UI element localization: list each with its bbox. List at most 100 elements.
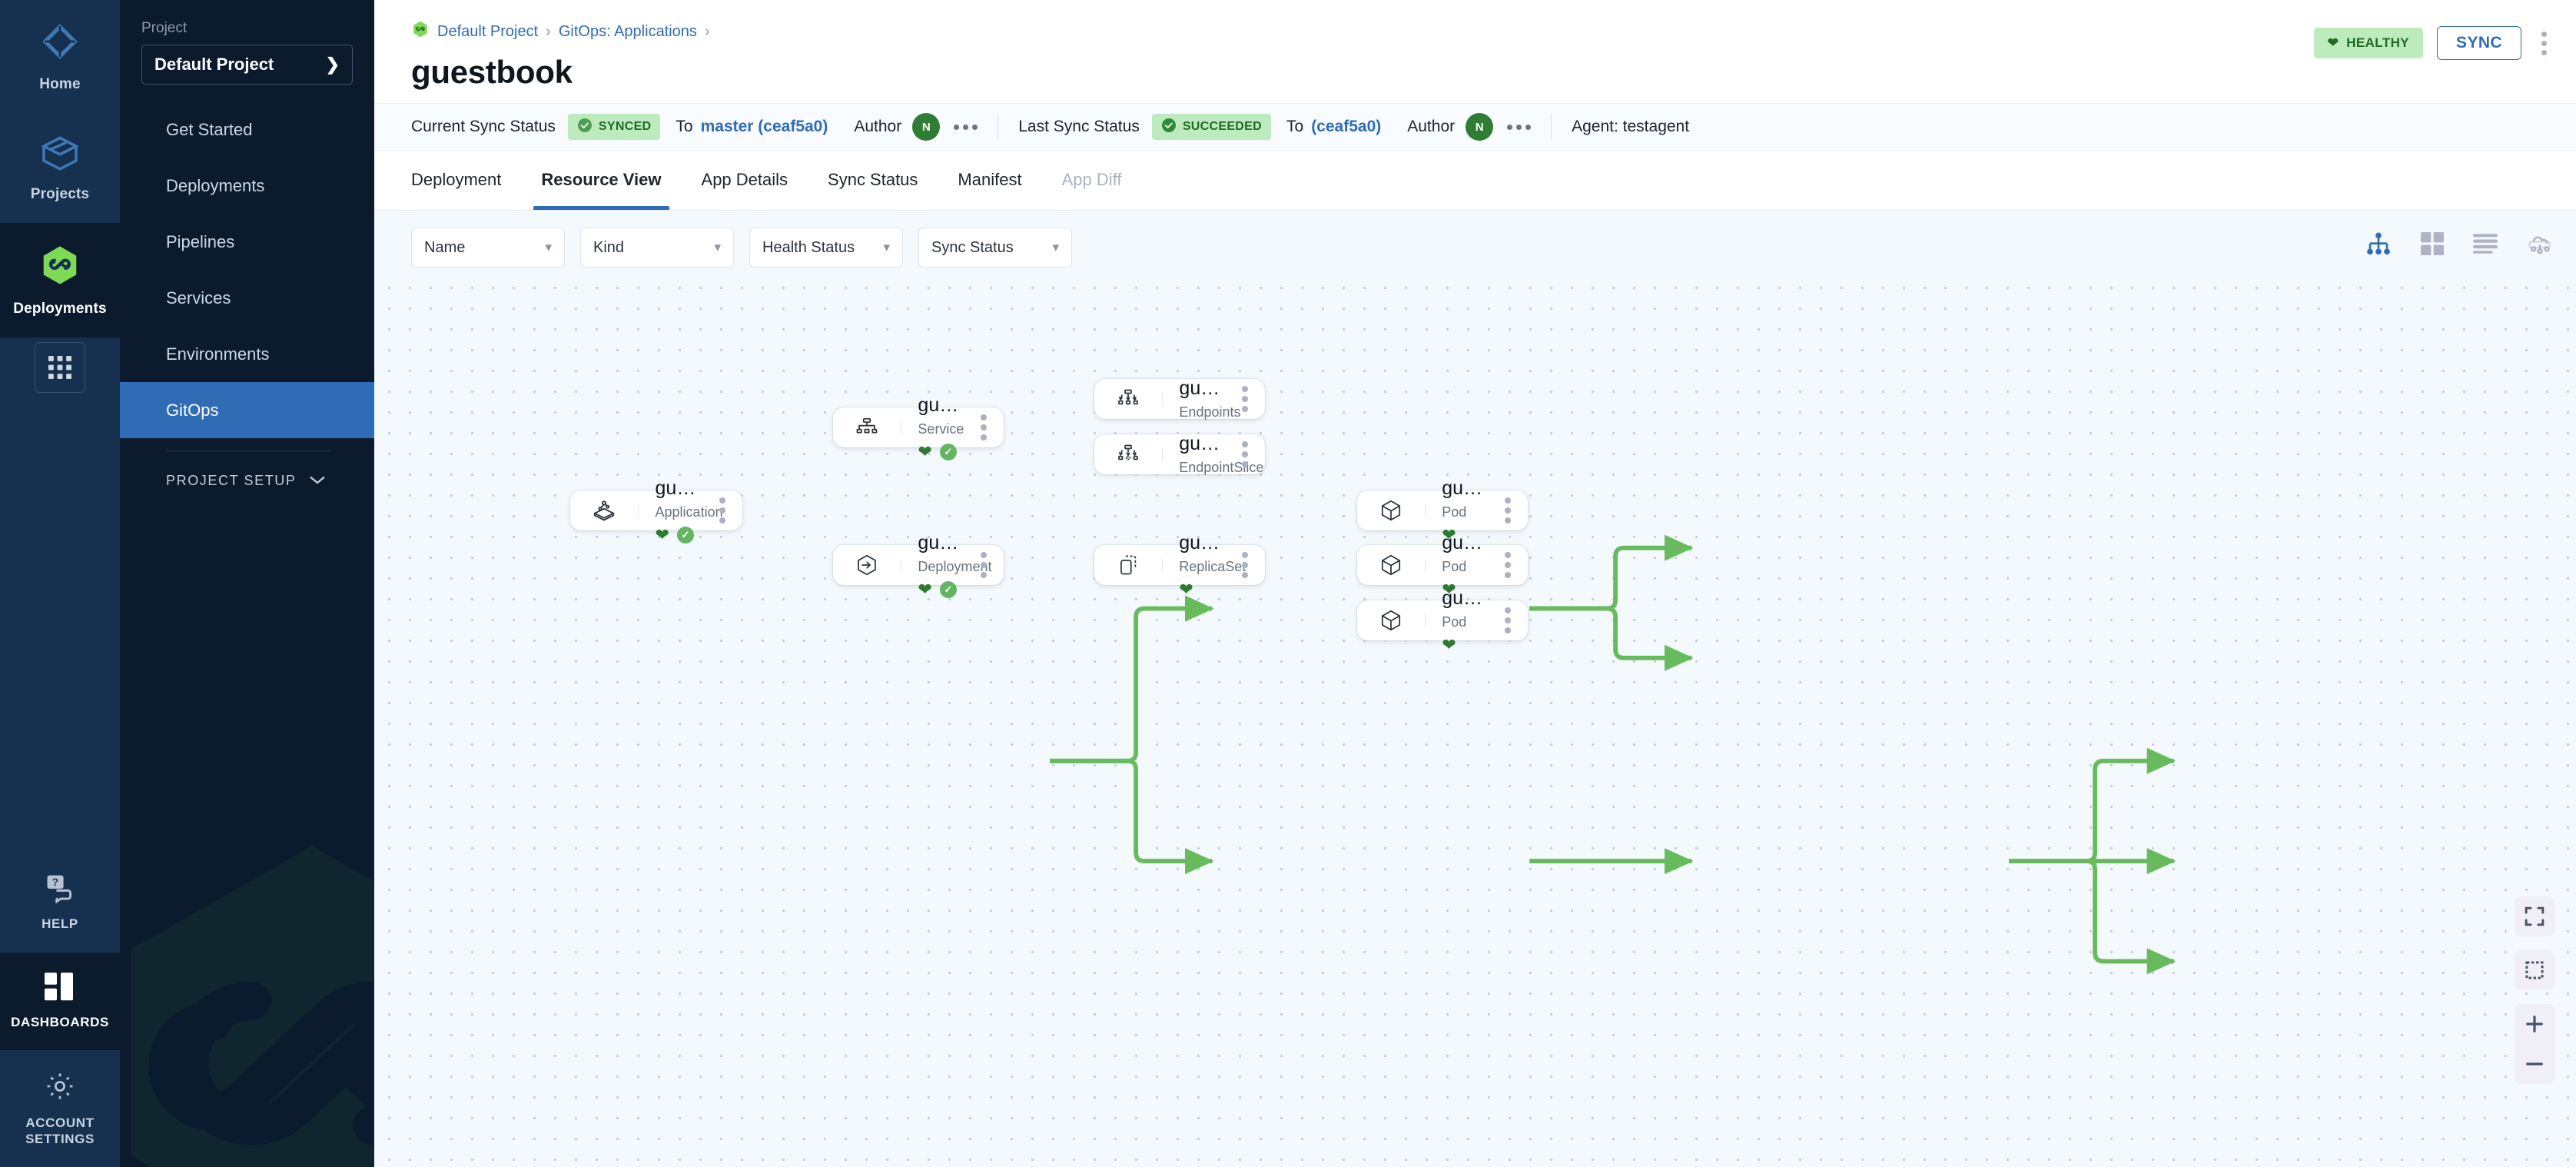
- rail-item-account-settings[interactable]: ACCOUNT SETTINGS: [0, 1050, 120, 1167]
- graph-node-replicaset[interactable]: guestbook-ui-5b64f69597 ReplicaSet ❤: [1094, 532, 1265, 597]
- filter-label: Name: [424, 238, 466, 256]
- filter-name-dropdown[interactable]: Name ▾: [411, 228, 565, 268]
- deployments-infinity-icon: [38, 243, 82, 291]
- select-box-icon[interactable]: [2515, 950, 2554, 990]
- synced-check-icon: ✓: [676, 526, 694, 544]
- avatar[interactable]: N: [912, 113, 941, 141]
- sync-button[interactable]: SYNC: [2437, 26, 2521, 60]
- sidebar-item-deployments[interactable]: Deployments: [120, 158, 374, 214]
- node-more-menu-icon[interactable]: [713, 497, 742, 524]
- graph-node-endpoints[interactable]: guestbook-ui Endpoints: [1094, 377, 1265, 420]
- project-setup-label: PROJECT SETUP: [166, 473, 297, 488]
- last-sync-revision-link[interactable]: (ceaf5a0): [1311, 118, 1382, 135]
- nav-item-label: Environments: [166, 344, 270, 364]
- tab-bar: Deployment Resource View App Details Syn…: [374, 151, 2576, 211]
- zoom-in-icon[interactable]: [2515, 1004, 2554, 1044]
- graph-node-service[interactable]: guestbook-ui Service ❤ ✓: [833, 394, 1004, 460]
- rail-item-help[interactable]: ? HELP: [0, 851, 120, 952]
- last-sync-to-label: To: [1286, 118, 1304, 135]
- network-view-icon[interactable]: [2527, 232, 2553, 255]
- synced-check-icon: ✓: [939, 443, 957, 460]
- sidebar-item-gitops[interactable]: GitOps: [120, 382, 374, 438]
- tab-deployment[interactable]: Deployment: [411, 170, 502, 189]
- nav-item-label: Get Started: [166, 119, 253, 139]
- node-kind: Pod: [1442, 504, 1467, 520]
- graph-node-deployment[interactable]: guestbook-ui Deployment ❤ ✓: [833, 532, 1004, 598]
- list-view-icon[interactable]: [2473, 233, 2498, 254]
- node-kind: EndpointSlice: [1179, 459, 1264, 475]
- chevron-down-icon: ▾: [545, 240, 552, 254]
- node-status: ❤: [1442, 580, 1488, 598]
- tab-app-diff: App Diff: [1061, 170, 1122, 189]
- graph-edges: [1050, 534, 2176, 975]
- zoom-out-icon[interactable]: [2515, 1044, 2554, 1084]
- node-status: ❤: [1442, 526, 1488, 544]
- health-heart-icon: ❤: [655, 524, 669, 544]
- project-setup-toggle[interactable]: PROJECT SETUP: [141, 451, 353, 489]
- filter-health-status-dropdown[interactable]: Health Status ▾: [749, 228, 903, 268]
- rail-item-deployments[interactable]: Deployments: [0, 222, 120, 337]
- sidebar-item-environments[interactable]: Environments: [120, 326, 374, 382]
- breadcrumb-item-gitops-applications[interactable]: GitOps: Applications: [558, 22, 697, 40]
- graph-node-pod[interactable]: guestbook-ui-5b64f6959… Pod ❤: [1357, 477, 1528, 543]
- tab-resource-view[interactable]: Resource View: [521, 150, 681, 210]
- node-title: guestbook-ui: [918, 394, 964, 417]
- status-badge-healthy[interactable]: ❤ HEALTHY: [2313, 28, 2424, 58]
- header-more-menu-icon[interactable]: [2535, 27, 2553, 60]
- node-body: guestbook-ui Service ❤ ✓: [901, 394, 974, 460]
- filter-sync-status-dropdown[interactable]: Sync Status ▾: [918, 228, 1072, 268]
- graph-node-pod[interactable]: guestbook-ui-5b64f6959… Pod ❤: [1357, 532, 1528, 597]
- node-more-menu-icon[interactable]: [1236, 386, 1265, 412]
- graph-node-endpointslice[interactable]: guestbook-ui-ncpmr EndpointSlice: [1094, 433, 1265, 475]
- agent-label: Agent: testagent: [1572, 118, 1690, 135]
- node-kind: ReplicaSet: [1179, 558, 1247, 574]
- node-body: guestbook-ui-5b64f69597 ReplicaSet ❤: [1162, 532, 1247, 598]
- node-more-menu-icon[interactable]: [1499, 497, 1528, 524]
- rail-item-home[interactable]: Home: [0, 0, 120, 113]
- rail-item-dashboards[interactable]: DASHBOARDS: [0, 952, 120, 1051]
- breadcrumb-separator: ›: [546, 22, 551, 40]
- help-chat-icon: ?: [43, 871, 77, 907]
- node-kind: Endpoints: [1179, 404, 1241, 420]
- project-selector[interactable]: Default Project ❯: [141, 45, 353, 85]
- rail-item-label: Deployments: [13, 300, 107, 317]
- health-heart-icon: ❤: [918, 579, 932, 599]
- node-more-menu-icon[interactable]: [974, 414, 1004, 441]
- node-more-menu-icon[interactable]: [1236, 552, 1265, 578]
- health-heart-icon: ❤: [1442, 634, 1456, 654]
- breadcrumb-separator: ›: [704, 22, 710, 40]
- graph-node-application[interactable]: guestbook Application ❤ ✓: [570, 477, 742, 544]
- node-more-menu-icon[interactable]: [1499, 552, 1528, 578]
- chevron-down-icon: ▾: [883, 240, 890, 254]
- dashboards-grid-icon: [45, 972, 75, 1006]
- node-kind: Pod: [1442, 613, 1467, 630]
- graph-node-pod[interactable]: guestbook-ui-5b64f6959… Pod ❤: [1357, 587, 1528, 653]
- home-diamond-icon: [38, 20, 81, 67]
- node-more-menu-icon[interactable]: [974, 552, 1004, 578]
- avatar[interactable]: N: [1466, 113, 1494, 141]
- current-sync-revision-link[interactable]: master (ceaf5a0): [700, 118, 828, 135]
- tab-manifest[interactable]: Manifest: [958, 170, 1022, 189]
- last-sync-more-icon[interactable]: [1507, 124, 1532, 130]
- app-grid-icon[interactable]: [35, 341, 85, 393]
- filter-label: Health Status: [762, 238, 855, 256]
- tab-app-details[interactable]: App Details: [701, 170, 788, 189]
- tree-view-icon[interactable]: [2365, 232, 2392, 255]
- node-more-menu-icon[interactable]: [1499, 607, 1528, 633]
- sidebar-item-services[interactable]: Services: [120, 270, 374, 326]
- fit-screen-icon[interactable]: [2515, 896, 2554, 936]
- sidebar-item-get-started[interactable]: Get Started: [120, 101, 374, 158]
- rail-item-projects[interactable]: Projects: [0, 113, 120, 223]
- node-more-menu-icon[interactable]: [1236, 441, 1265, 467]
- grid-view-icon[interactable]: [2421, 232, 2444, 255]
- header-actions: ❤ HEALTHY SYNC: [2313, 26, 2553, 60]
- sidebar-item-pipelines[interactable]: Pipelines: [120, 214, 374, 270]
- pod-icon: [1357, 498, 1425, 523]
- tab-sync-status[interactable]: Sync Status: [828, 170, 918, 189]
- breadcrumb-item-project[interactable]: Default Project: [437, 22, 539, 40]
- pod-icon: [1357, 608, 1425, 633]
- resource-graph-canvas[interactable]: guestbook Application ❤ ✓: [374, 211, 2576, 1167]
- filter-label: Kind: [593, 238, 625, 256]
- filter-kind-dropdown[interactable]: Kind ▾: [580, 228, 734, 268]
- current-sync-more-icon[interactable]: [954, 124, 978, 130]
